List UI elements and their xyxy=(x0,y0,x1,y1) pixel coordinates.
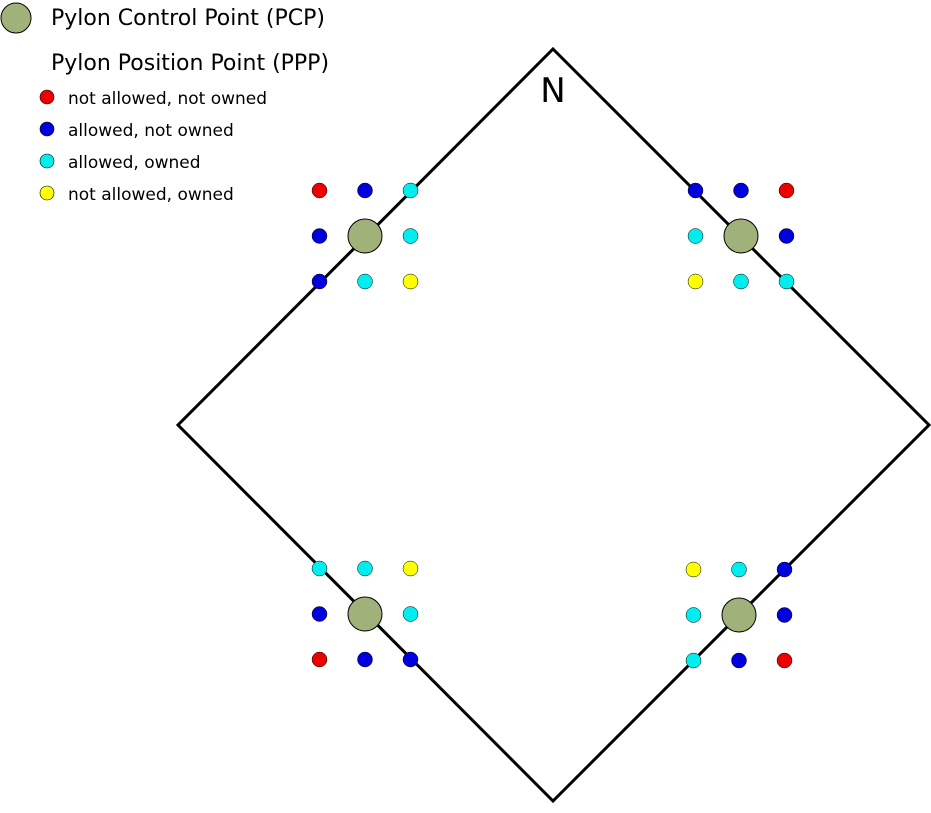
pylon-control-point xyxy=(347,596,383,632)
pylon-position-point-cyan xyxy=(311,560,328,577)
legend-label-allowed-not-owned: allowed, not owned xyxy=(68,121,234,141)
pylon-position-point-blue xyxy=(311,273,328,290)
pylon-position-point-blue xyxy=(311,228,328,244)
legend-item: not allowed, owned xyxy=(39,185,234,205)
pylon-position-point-blue xyxy=(733,182,749,199)
pylon-cluster-north-east xyxy=(687,182,795,290)
pylon-position-point-cyan xyxy=(402,182,419,199)
pylon-position-point-blue xyxy=(776,561,793,578)
legend-item: not allowed, not owned xyxy=(39,89,267,109)
pylon-position-point-red xyxy=(311,651,328,668)
legend-label-allowed-owned: allowed, owned xyxy=(68,153,201,173)
pylon-position-point-blue xyxy=(731,652,747,669)
pylon-position-point-yellow xyxy=(402,273,419,290)
pylon-position-point-cyan xyxy=(357,273,373,290)
pylon-position-point-blue xyxy=(357,182,373,199)
legend-swatch-allowed-owned xyxy=(39,153,55,169)
pylon-cluster-north-west xyxy=(311,182,419,290)
pylon-position-point-blue xyxy=(778,228,795,244)
pylon-position-point-cyan xyxy=(731,561,747,578)
legend-swatch-allowed-not-owned xyxy=(39,121,55,137)
map-boundary-diamond xyxy=(175,46,931,804)
pylon-position-point-cyan xyxy=(402,606,419,622)
pylon-position-point-blue xyxy=(311,606,328,622)
pylon-position-point-yellow xyxy=(687,273,704,290)
legend-label-not-allowed-owned: not allowed, owned xyxy=(68,185,234,205)
legend-pcp-label: Pylon Control Point (PCP) xyxy=(51,6,325,31)
pylon-position-point-red xyxy=(311,182,328,199)
pylon-position-point-cyan xyxy=(733,273,749,290)
legend-label-not-allowed-not-owned: not allowed, not owned xyxy=(68,89,267,109)
legend-swatch-not-allowed-not-owned xyxy=(39,89,55,105)
pylon-control-point xyxy=(721,597,757,633)
pylon-position-point-red xyxy=(778,182,795,199)
legend-swatch-not-allowed-owned xyxy=(39,185,55,201)
legend-pcp-swatch xyxy=(0,2,32,34)
pylon-position-point-cyan xyxy=(687,228,704,244)
pylon-position-point-blue xyxy=(687,182,704,199)
legend-item: allowed, owned xyxy=(39,153,201,173)
pylon-control-point xyxy=(723,218,759,254)
pylon-position-point-blue xyxy=(776,607,793,623)
legend-item: allowed, not owned xyxy=(39,121,234,141)
pylon-position-point-cyan xyxy=(402,228,419,244)
legend-ppp-label: Pylon Position Point (PPP) xyxy=(51,51,329,76)
pylon-position-point-cyan xyxy=(685,652,702,669)
pylon-position-point-blue xyxy=(402,651,419,668)
pylon-position-point-yellow xyxy=(402,560,419,577)
pylon-position-point-cyan xyxy=(685,607,702,623)
north-label: N xyxy=(540,71,565,111)
pylon-clusters xyxy=(311,182,795,669)
pylon-cluster-south-east xyxy=(685,561,793,669)
legend: Pylon Control Point (PCP) Pylon Position… xyxy=(0,2,329,205)
pylon-cluster-south-west xyxy=(311,560,419,668)
pylon-position-point-red xyxy=(776,652,793,669)
pylon-position-point-cyan xyxy=(778,273,795,290)
pylon-position-point-cyan xyxy=(357,560,373,577)
pylon-position-point-blue xyxy=(357,651,373,668)
pylon-control-point xyxy=(347,218,383,254)
pylon-position-point-yellow xyxy=(685,561,702,578)
